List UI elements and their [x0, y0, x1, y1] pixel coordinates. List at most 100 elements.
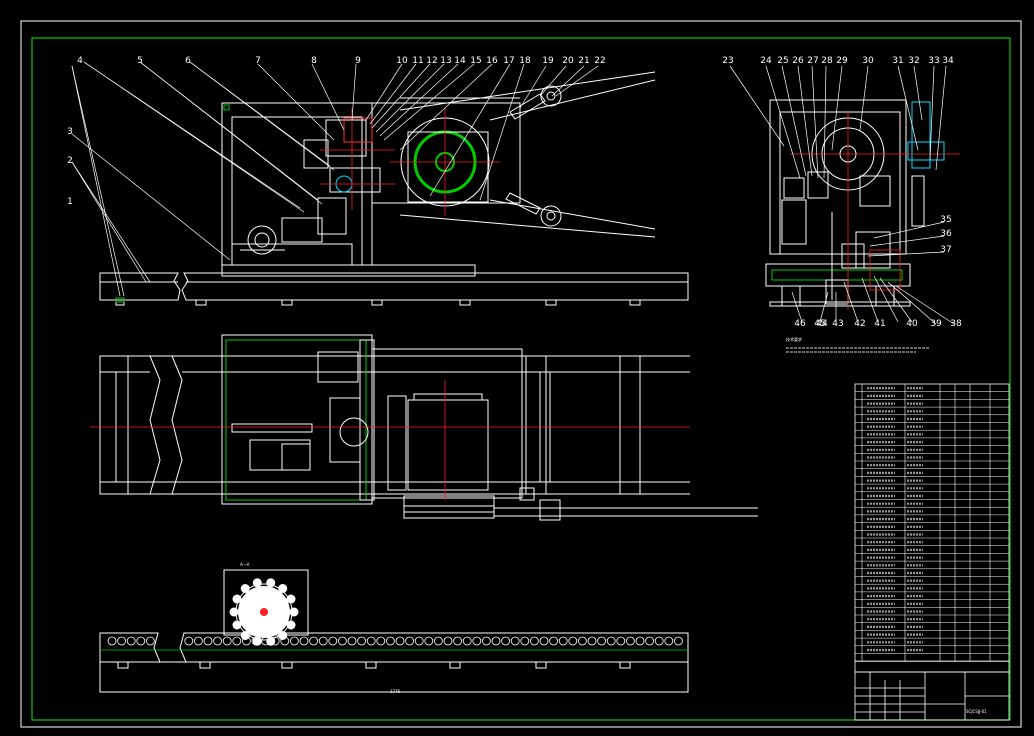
sprocket-tooth	[278, 584, 288, 593]
chain-roller	[299, 636, 309, 646]
chain-roller	[184, 636, 194, 646]
sprocket-tooth	[232, 620, 242, 630]
chain-roller	[664, 636, 674, 646]
chain-roller	[453, 636, 463, 646]
chain-roller	[357, 636, 367, 646]
balloon-16: 16	[486, 56, 498, 66]
chain-roller	[193, 636, 203, 646]
chain-roller	[462, 636, 472, 646]
chain-roller	[635, 636, 645, 646]
balloon-4: 4	[77, 56, 83, 66]
chain-roller	[366, 636, 376, 646]
balloon-1: 1	[67, 197, 73, 207]
balloon-7: 7	[255, 56, 261, 66]
parts-list-table	[854, 383, 1010, 673]
chain-roller	[549, 636, 558, 646]
side-center-lines	[790, 110, 960, 310]
chain-roller	[510, 636, 520, 646]
balloon-9: 9	[355, 56, 361, 66]
balloon-18: 18	[519, 56, 531, 66]
sprocket-tooth	[229, 607, 239, 617]
chain-roller	[520, 636, 530, 646]
section-mark: A—A	[240, 562, 250, 567]
sprocket-hub	[260, 608, 268, 616]
balloon-40: 40	[906, 319, 918, 329]
balloon-21: 21	[578, 56, 589, 66]
balloon-33: 33	[928, 56, 939, 66]
chain-roller	[309, 636, 319, 646]
sprocket-tooth	[289, 607, 299, 617]
chain-roller	[616, 636, 626, 646]
chain-roller	[136, 636, 146, 646]
balloon-41: 41	[874, 319, 885, 329]
balloon-38: 38	[950, 319, 962, 329]
side-leaders	[729, 65, 955, 325]
sheet-border	[20, 20, 1022, 728]
drawing-frame	[31, 37, 1011, 721]
chain-roller	[424, 636, 434, 646]
chain-roller	[117, 636, 126, 646]
sprocket-tooth	[232, 594, 242, 604]
balloon-15: 15	[470, 56, 481, 66]
balloon-28: 28	[821, 56, 833, 66]
balloon-5: 5	[137, 56, 143, 66]
chain-roller	[645, 636, 654, 646]
balloon-45: 45	[814, 319, 825, 329]
balloon-25: 25	[777, 56, 788, 66]
balloon-37: 37	[940, 245, 951, 255]
balloon-27: 27	[807, 56, 818, 66]
balloon-36: 36	[940, 229, 952, 239]
balloon-26: 26	[792, 56, 804, 66]
chain-roller	[213, 636, 223, 646]
chain-roller	[481, 636, 491, 646]
chain-roller	[289, 636, 299, 646]
chain-roller	[385, 636, 395, 646]
chain-roller	[222, 636, 232, 646]
balloon-44: 44	[816, 319, 828, 329]
chain-roller	[587, 636, 597, 646]
balloon-46: 46	[794, 319, 806, 329]
chain-roller	[568, 636, 578, 646]
sprocket-tooth	[286, 620, 296, 630]
balloon-31: 31	[892, 56, 903, 66]
technical-notes: 技术要求	[786, 336, 930, 353]
balloon-34: 34	[942, 56, 954, 66]
chain-roller	[328, 636, 338, 646]
chain-roller	[539, 636, 549, 646]
chain-roller	[126, 636, 136, 646]
chain-roller	[203, 636, 213, 646]
balloon-10: 10	[396, 56, 408, 66]
balloon-42: 42	[854, 319, 865, 329]
balloon-43: 43	[832, 319, 843, 329]
chain-roller	[405, 636, 415, 646]
chain-roller	[318, 636, 328, 646]
chain-roller	[558, 636, 568, 646]
balloon-35: 35	[940, 215, 951, 225]
chain-roller	[337, 636, 347, 646]
balloon-14: 14	[454, 56, 466, 66]
dimension-length: 1776	[390, 689, 401, 694]
chain-roller	[395, 636, 405, 646]
chain-roller	[674, 636, 683, 646]
sprocket-tooth	[278, 631, 288, 640]
sprocket-tooth	[266, 636, 276, 646]
balloon-8: 8	[311, 56, 317, 66]
balloon-19: 19	[542, 56, 554, 66]
sprocket-tooth	[252, 578, 262, 588]
top-center-lines	[90, 380, 690, 500]
sprocket-tooth	[240, 631, 250, 640]
title-block	[854, 671, 1010, 721]
balloon-20: 20	[562, 56, 574, 66]
balloon-30: 30	[862, 56, 874, 66]
chain-roller	[530, 636, 539, 646]
chain-roller	[414, 636, 424, 646]
chain-roller	[472, 636, 482, 646]
sprocket	[229, 578, 299, 646]
drawing-number: SCJCSJJ-01	[966, 709, 987, 714]
chain-roller	[107, 636, 117, 646]
notes-heading: 技术要求	[786, 336, 802, 342]
balloon-3: 3	[67, 127, 73, 137]
